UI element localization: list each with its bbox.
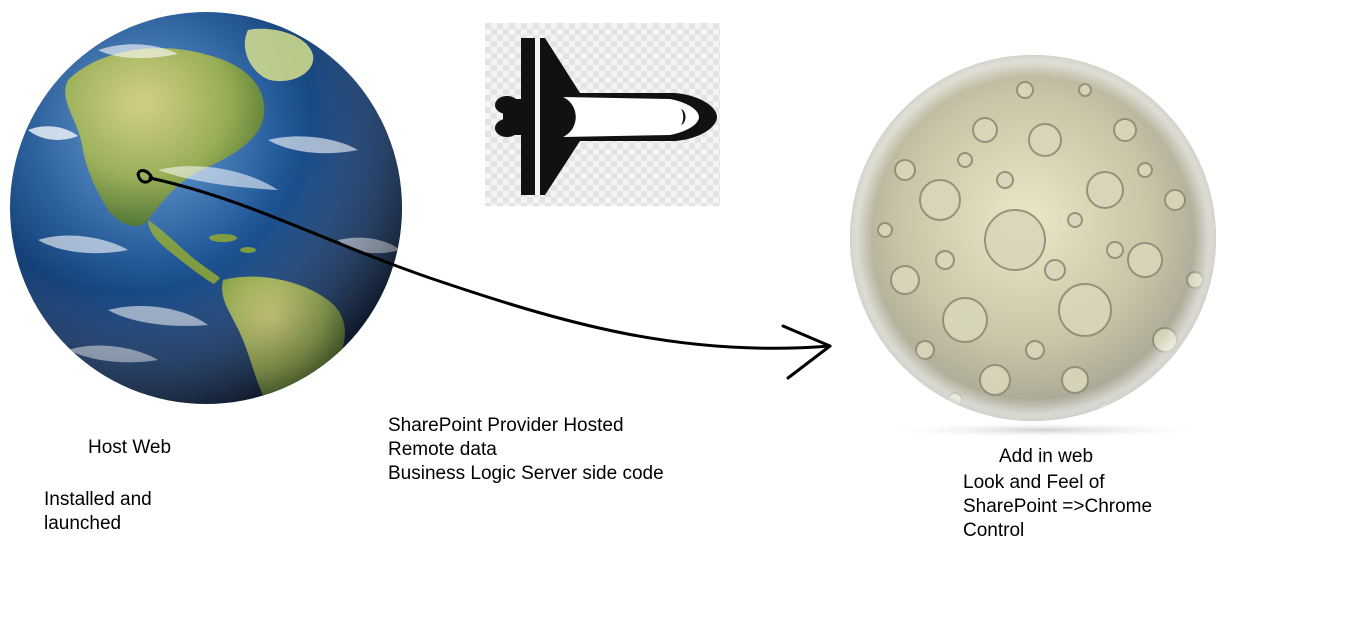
- moon-icon: [845, 50, 1230, 438]
- add-in-web-description-line: Look and Feel of: [963, 472, 1105, 493]
- earth-globe-icon: [8, 10, 404, 406]
- provider-line: Remote data: [388, 439, 497, 460]
- space-shuttle-icon: [485, 23, 720, 206]
- provider-line: SharePoint Provider Hosted: [388, 415, 624, 436]
- host-web-description-line: Installed and: [44, 489, 152, 510]
- add-in-web-description: Look and Feel of SharePoint =>Chrome Con…: [963, 471, 1152, 543]
- host-web-title: Host Web: [88, 436, 171, 460]
- add-in-web-description-line: SharePoint =>Chrome: [963, 496, 1153, 517]
- host-web-title-text: Host Web: [88, 437, 172, 458]
- provider-description: SharePoint Provider Hosted Remote data B…: [388, 414, 664, 486]
- add-in-web-title: Add in web: [999, 445, 1093, 469]
- add-in-web-title-text: Add in web: [999, 446, 1094, 467]
- add-in-web-description-line: Control: [963, 520, 1025, 541]
- host-web-description: Installed and launched: [44, 488, 152, 536]
- host-web-description-line: launched: [44, 513, 122, 534]
- provider-line: Business Logic Server side code: [388, 463, 664, 484]
